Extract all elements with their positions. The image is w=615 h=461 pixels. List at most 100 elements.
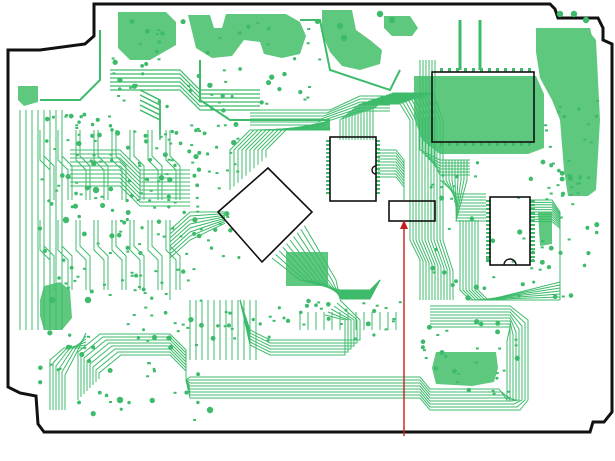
pcb-pad xyxy=(213,228,217,232)
pcb-pad xyxy=(377,11,383,17)
pcb-pad xyxy=(585,226,589,230)
pcb-pad xyxy=(142,287,146,291)
pcb-pad xyxy=(125,199,128,202)
pcb-trace xyxy=(240,300,354,346)
pcb-smd-pad xyxy=(507,391,510,393)
pcb-pad xyxy=(60,173,65,178)
pcb-pad xyxy=(439,350,444,355)
pcb-pad xyxy=(231,140,236,145)
pcb-smd-pad xyxy=(138,165,141,167)
pcb-smd-pad xyxy=(103,284,106,286)
pcb-pad xyxy=(148,158,152,162)
pcb-smd-pad xyxy=(200,300,203,302)
pcb-smd-pad xyxy=(97,243,100,245)
pcb-trace xyxy=(378,156,404,200)
pcb-smd-pad xyxy=(450,198,453,200)
pcb-pad xyxy=(192,232,196,236)
pcb-smd-pad xyxy=(112,72,115,74)
pcb-pad xyxy=(327,317,331,321)
pcb-pad xyxy=(109,124,112,127)
pcb-pad xyxy=(187,149,191,153)
pcb-pad xyxy=(134,274,138,278)
pcb-smd-pad xyxy=(196,197,199,199)
pcb-pad xyxy=(495,329,500,334)
pcb-pad xyxy=(126,218,129,221)
pcb-trace xyxy=(234,129,330,186)
pcb-smd-pad xyxy=(110,154,113,156)
pcb-smd-pad xyxy=(265,103,268,105)
pcb-pad xyxy=(167,195,171,199)
pcb-pad xyxy=(224,211,229,216)
pcb-trace xyxy=(70,166,190,186)
pcb-smd-pad xyxy=(165,293,168,295)
pcb-smd-pad xyxy=(541,246,544,248)
pcb-smd-pad xyxy=(256,22,259,24)
pcb-smd-pad xyxy=(207,239,210,241)
pcb-pad xyxy=(38,227,42,231)
pcb-pad xyxy=(90,159,93,162)
pcb-smd-pad xyxy=(155,147,158,149)
pcb-smd-pad xyxy=(549,146,552,148)
pcb-pad xyxy=(144,134,148,138)
pcb-pad xyxy=(196,401,199,404)
pcb-smd-pad xyxy=(185,253,188,255)
pcb-smd-pad xyxy=(108,116,111,118)
pcb-smd-pad xyxy=(539,269,542,271)
copper-pour-top-mid xyxy=(188,14,306,58)
pcb-trace xyxy=(140,105,160,135)
pcb-pad xyxy=(63,217,69,223)
pcb-pad xyxy=(314,303,318,307)
pcb-pad xyxy=(153,368,156,371)
pcb-pad xyxy=(127,401,130,404)
pcb-smd-pad xyxy=(550,193,553,195)
pcb-smd-pad xyxy=(157,180,160,182)
pcb-smd-pad xyxy=(318,58,321,60)
pcb-smd-pad xyxy=(196,211,199,213)
pcb-smd-pad xyxy=(187,279,190,281)
pcb-smd-pad xyxy=(557,184,560,186)
pcb-pad xyxy=(540,260,545,265)
pcb-pad xyxy=(62,259,65,262)
pcb-smd-pad xyxy=(127,323,130,325)
pcb-pad xyxy=(298,90,302,94)
pcb-pad xyxy=(517,229,522,234)
pcb-pad xyxy=(113,60,118,65)
pcb-pad xyxy=(79,115,82,118)
pcb-smd-pad xyxy=(80,193,83,195)
pcb-smd-pad xyxy=(385,307,388,309)
pcb-pad xyxy=(470,216,475,221)
pcb-pad xyxy=(562,115,566,119)
pcb-trace xyxy=(250,125,330,172)
pcb-smd-pad xyxy=(157,233,160,235)
pcb-pad xyxy=(529,177,533,181)
pcb-pad xyxy=(421,345,425,349)
pcb-smd-pad xyxy=(150,314,153,316)
pcb-pad xyxy=(549,246,554,251)
pcb-pad xyxy=(517,295,520,298)
pcb-pad xyxy=(268,336,271,339)
pcb-pad xyxy=(199,323,204,328)
pcb-pad xyxy=(558,251,562,255)
pcb-pad xyxy=(549,163,553,167)
pcb-smd-pad xyxy=(146,375,149,377)
pcb-smd-pad xyxy=(545,198,548,200)
pcb-smd-pad xyxy=(231,328,234,330)
pcb-pad xyxy=(141,72,144,75)
pcb-smd-pad xyxy=(436,334,439,336)
pcb-smd-pad xyxy=(109,252,112,254)
pcb-smd-pad xyxy=(557,111,560,113)
pcb-pad xyxy=(228,311,231,314)
pcb-smd-pad xyxy=(75,127,78,129)
pcb-smd-pad xyxy=(587,123,590,125)
pcb-pad xyxy=(125,246,129,250)
pcb-pad xyxy=(76,141,81,146)
pcb-pad xyxy=(490,238,495,243)
copper-fills xyxy=(18,10,600,386)
pcb-smd-pad xyxy=(219,223,222,225)
pcb-smd-pad xyxy=(570,186,573,188)
pcb-smd-pad xyxy=(399,301,402,303)
pcb-pad xyxy=(266,80,271,85)
pcb-smd-pad xyxy=(190,144,193,146)
pcb-smd-pad xyxy=(196,206,199,208)
pcb-pad xyxy=(586,251,590,255)
